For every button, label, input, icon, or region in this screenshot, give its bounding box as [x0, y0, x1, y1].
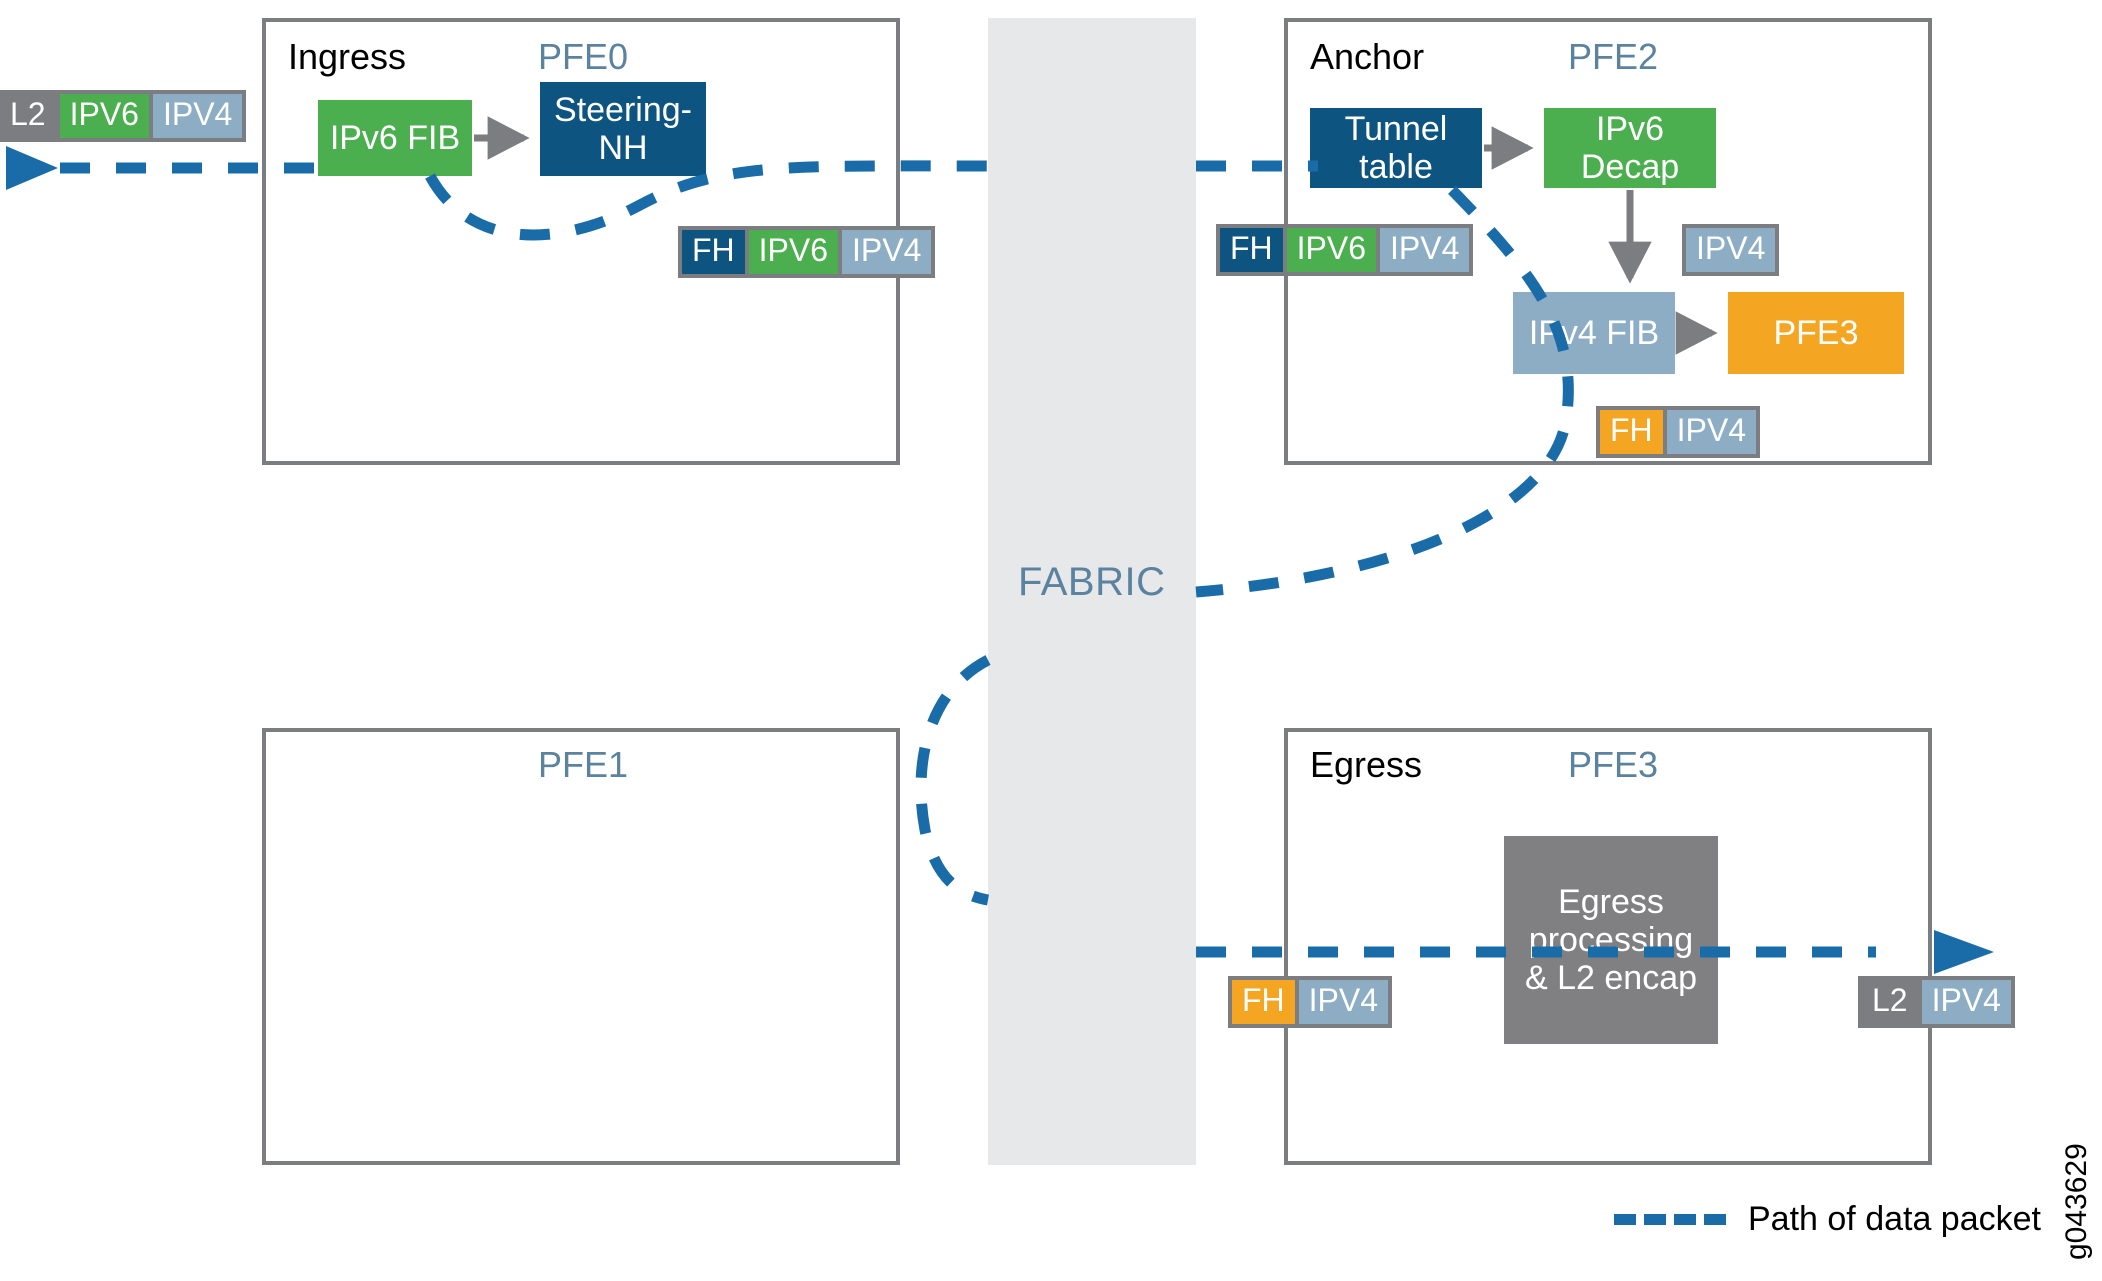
block-ipv6-decap-line2: Decap [1580, 148, 1680, 186]
packet-ingress-out: FH IPV6 IPV4 [678, 226, 936, 278]
panel-pfe1-pfe: PFE1 [538, 744, 629, 785]
block-steering-nh[interactable]: Steering- NH [540, 82, 706, 176]
block-ipv6-decap[interactable]: IPv6 Decap [1544, 108, 1716, 188]
arrow-out-marker [1934, 930, 1994, 974]
block-steering-nh-line2: NH [598, 129, 648, 167]
panel-pfe2-pfe: PFE2 [1568, 36, 1659, 77]
panel-pfe0-pfe: PFE0 [538, 36, 629, 77]
packet-seg-ipv6: IPV6 [744, 230, 839, 274]
packet-seg-fh: FH [1232, 980, 1295, 1024]
arrow-in-marker [6, 146, 58, 190]
packet-egress-out: L2 IPV4 [1858, 976, 2015, 1028]
packet-ingress-in: L2 IPV6 IPV4 [0, 90, 247, 142]
block-ipv6-decap-line1: IPv6 [1595, 109, 1665, 148]
panel-pfe2-role: Anchor [1310, 36, 1425, 77]
fabric-column [988, 18, 1196, 1165]
block-egress-line2: processing [1528, 920, 1694, 959]
block-ipv4-fib[interactable]: IPv4 FIB [1513, 292, 1675, 374]
path-segment-fabric-left-curve [915, 655, 991, 906]
legend-dash-swatch [1614, 1214, 1726, 1225]
packet-seg-ipv6: IPV6 [1282, 228, 1377, 272]
packet-seg-l2: L2 [1862, 980, 1918, 1024]
figure-id: g043629 [2060, 1143, 2093, 1260]
packet-seg-ipv4: IPV4 [1376, 228, 1470, 272]
block-pfe3-target[interactable]: PFE3 [1728, 292, 1904, 374]
block-egress-processing[interactable]: Egress processing & L2 encap [1504, 836, 1718, 1044]
panel-pfe1 [262, 728, 900, 1165]
packet-seg-ipv4: IPV4 [838, 230, 932, 274]
block-egress-line1: Egress [1558, 882, 1664, 921]
packet-seg-fh: FH [682, 230, 745, 274]
panel-pfe0-role: Ingress [288, 36, 407, 77]
packet-seg-ipv4: IPV4 [148, 94, 243, 138]
packet-seg-ipv6: IPV6 [55, 94, 149, 138]
packet-anchor-in: FH IPV6 IPV4 [1216, 224, 1474, 276]
packet-seg-fh: FH [1600, 410, 1663, 454]
block-tunnel-table-line1: Tunnel [1344, 109, 1448, 148]
packet-anchor-decap: IPV4 [1682, 224, 1780, 276]
packet-seg-ipv4: IPV4 [1294, 980, 1389, 1024]
packet-anchor-out: FH IPV4 [1596, 406, 1761, 458]
block-steering-nh-line1: Steering- [554, 90, 692, 129]
fabric-label: FABRIC [1018, 560, 1166, 604]
packet-seg-ipv4: IPV4 [1917, 980, 2011, 1024]
block-tunnel-table[interactable]: Tunnel table [1310, 108, 1482, 188]
block-ipv6-fib[interactable]: IPv6 FIB [318, 100, 472, 176]
block-egress-line3: & L2 encap [1524, 959, 1698, 998]
packet-seg-ipv4: IPV4 [1662, 410, 1757, 454]
legend-label: Path of data packet [1748, 1200, 2041, 1238]
packet-egress-in: FH IPV4 [1228, 976, 1393, 1028]
panel-pfe3-role: Egress [1310, 744, 1423, 785]
packet-seg-ipv4: IPV4 [1686, 228, 1776, 272]
legend: Path of data packet [1614, 1200, 2041, 1239]
panel-pfe3-pfe: PFE3 [1568, 744, 1659, 785]
packet-seg-l2: L2 [0, 94, 56, 138]
packet-seg-fh: FH [1220, 228, 1283, 272]
block-tunnel-table-line2: table [1359, 148, 1433, 186]
